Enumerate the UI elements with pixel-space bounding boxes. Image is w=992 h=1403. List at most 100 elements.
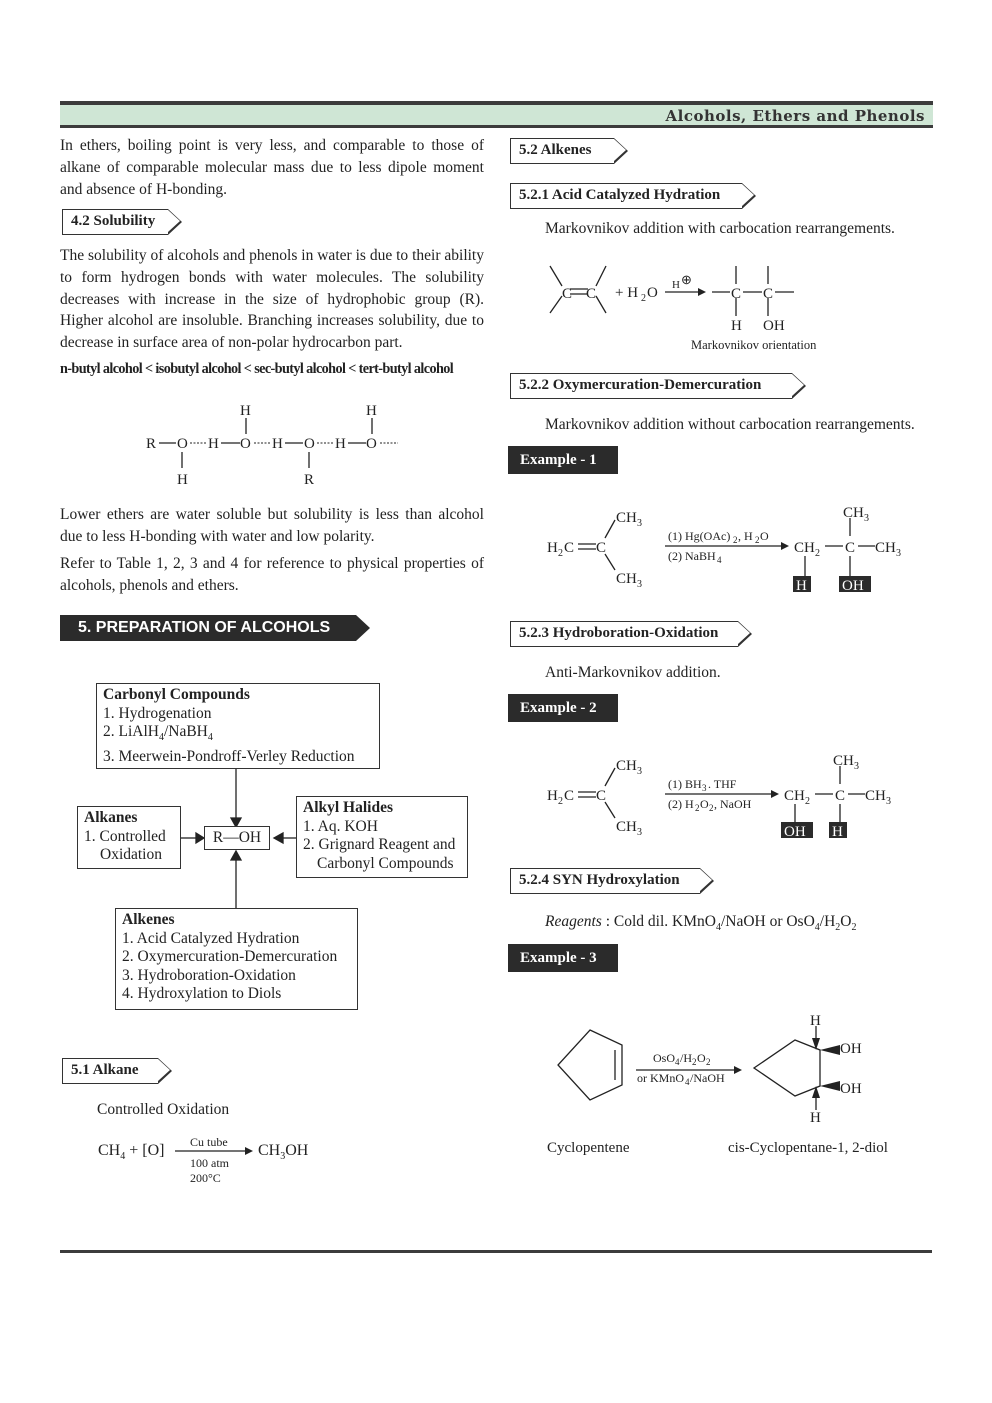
carbonyl-title: Carbonyl Compounds <box>103 686 250 703</box>
alkane-condition-temperature: 200°C <box>190 1171 221 1185</box>
alkane-condition-pressure: 100 atm <box>190 1156 229 1170</box>
svg-text:3: 3 <box>896 548 901 559</box>
svg-text:3: 3 <box>854 761 859 772</box>
carbonyl-item-2: 2. LiAlH4/NaBH4 <box>103 723 213 744</box>
svg-text:. THF: . THF <box>708 777 737 791</box>
svg-text:C: C <box>596 788 606 804</box>
svg-text:O: O <box>760 529 769 543</box>
syn-hydroxylation-tag-label: 5.2.4 SYN Hydroxylation <box>519 872 680 888</box>
svg-text:H: H <box>810 1110 821 1126</box>
svg-text:, H: , H <box>738 529 753 543</box>
example-3-label: Example - 3 <box>508 944 618 972</box>
svg-text:2: 2 <box>815 548 820 559</box>
svg-text:3: 3 <box>637 518 642 529</box>
svg-text:C: C <box>564 540 574 556</box>
svg-text:2: 2 <box>692 1057 697 1067</box>
controlled-oxidation-label: Controlled Oxidation <box>97 1101 230 1118</box>
svg-text:H: H <box>672 279 680 291</box>
markovnikov-orientation-caption: Markovnikov orientation <box>691 338 817 352</box>
svg-text:C: C <box>586 286 596 302</box>
svg-text:CH: CH <box>843 505 864 521</box>
svg-text:or KMnO: or KMnO <box>637 1071 684 1085</box>
svg-text:CH: CH <box>616 510 637 526</box>
svg-text:H: H <box>832 824 843 840</box>
svg-text:3: 3 <box>637 579 642 590</box>
svg-text:C: C <box>731 286 741 302</box>
hydroboration-tag-label: 5.2.3 Hydroboration-Oxidation <box>519 625 719 641</box>
alkane-reaction-arrow <box>175 1147 253 1155</box>
svg-text:4: 4 <box>685 1077 690 1087</box>
acid-catalyzed-tag-label: 5.2.1 Acid Catalyzed Hydration <box>519 187 721 203</box>
svg-text:C: C <box>763 286 773 302</box>
svg-text:H: H <box>177 472 188 488</box>
alkenes-title: Alkenes <box>122 911 175 928</box>
carbonyl-item-3: 3. Meerwein-Pondroff-Verley Reduction <box>103 747 355 765</box>
svg-text:O: O <box>177 436 188 452</box>
svg-text:2: 2 <box>558 796 563 807</box>
example-1-label: Example - 1 <box>508 446 618 474</box>
oxymercuration-description: Markovnikov addition without carbocation… <box>545 416 915 433</box>
alkanes-title: Alkanes <box>84 809 138 826</box>
alkane-tag: 5.1 Alkane <box>62 1057 172 1084</box>
hydroboration-description: Anti-Markovnikov addition. <box>545 664 721 681</box>
alkenes-item-2: 2. Oxymercuration-Demercuration <box>122 948 338 965</box>
diol-caption: cis-Cyclopentane-1, 2-diol <box>728 1140 888 1156</box>
example-2-label: Example - 2 <box>508 694 618 722</box>
svg-text:4: 4 <box>717 555 722 565</box>
svg-text:, NaOH: , NaOH <box>714 797 752 811</box>
halides-item-2: 2. Grignard Reagent and <box>303 836 456 853</box>
svg-text:H: H <box>240 403 251 419</box>
syn-reagents: Reagents : Cold dil. KMnO4/NaOH or OsO4/… <box>545 913 857 934</box>
svg-text:(2) H: (2) H <box>668 797 694 811</box>
svg-text:H: H <box>796 578 807 594</box>
svg-text:H: H <box>547 788 558 804</box>
halides-item-1: 1. Aq. KOH <box>303 817 378 835</box>
svg-text:OsO: OsO <box>653 1051 675 1065</box>
svg-text:C: C <box>845 540 855 556</box>
svg-text:OH: OH <box>840 1081 862 1097</box>
alkanes-item-1-cont: Oxidation <box>100 846 162 863</box>
svg-text:H: H <box>335 436 346 452</box>
svg-text:CH: CH <box>875 540 896 556</box>
svg-text:2: 2 <box>755 535 760 545</box>
footer-rule <box>60 1250 932 1253</box>
svg-text:CH: CH <box>784 788 805 804</box>
solubility-paragraph: The solubility of alcohols and phenols i… <box>60 247 484 352</box>
hydroboration-tag: 5.2.3 Hydroboration-Oxidation <box>510 620 752 647</box>
svg-text:CH: CH <box>616 819 637 835</box>
svg-text:3: 3 <box>886 796 891 807</box>
preparation-flowchart-arrows <box>181 768 296 908</box>
svg-text:H: H <box>547 540 558 556</box>
svg-text:C: C <box>596 540 606 556</box>
halides-item-2-cont: Carbonyl Compounds <box>317 854 454 872</box>
svg-text:R: R <box>146 436 156 452</box>
r-oh-center-box: R—OH <box>204 826 270 850</box>
alkenes-tag: 5.2 Alkenes <box>510 137 628 164</box>
svg-text:4: 4 <box>675 1057 680 1067</box>
svg-text:(2) NaBH: (2) NaBH <box>668 549 716 563</box>
svg-text:C: C <box>562 286 572 302</box>
svg-text:H: H <box>731 318 742 334</box>
svg-text:/H: /H <box>680 1051 692 1065</box>
section-5-heading: 5. PREPARATION OF ALCOHOLS <box>60 615 370 641</box>
svg-text:+ H: + H <box>615 285 638 301</box>
svg-text:OH: OH <box>763 318 785 334</box>
alkanes-item-1: 1. Controlled <box>84 827 166 845</box>
svg-text:O: O <box>647 285 658 301</box>
svg-text:2: 2 <box>706 1057 711 1067</box>
svg-text:H: H <box>272 436 283 452</box>
svg-text:C: C <box>835 788 845 804</box>
solubility-tag-label: 4.2 Solubility <box>71 213 156 229</box>
svg-text:OH: OH <box>840 1041 862 1057</box>
svg-text:OH: OH <box>784 824 806 840</box>
svg-text:CH: CH <box>833 753 854 769</box>
carbonyl-item-1: 1. Hydrogenation <box>103 704 212 722</box>
alkenes-tag-label: 5.2 Alkenes <box>519 142 592 158</box>
header-title: Alcohols, Ethers and Phenols <box>665 107 925 125</box>
refer-tables-paragraph: Refer to Table 1, 2, 3 and 4 for referen… <box>60 555 484 594</box>
svg-text:3: 3 <box>702 783 707 793</box>
svg-text:(1) Hg(OAc): (1) Hg(OAc) <box>668 529 730 543</box>
svg-text:3: 3 <box>637 827 642 838</box>
